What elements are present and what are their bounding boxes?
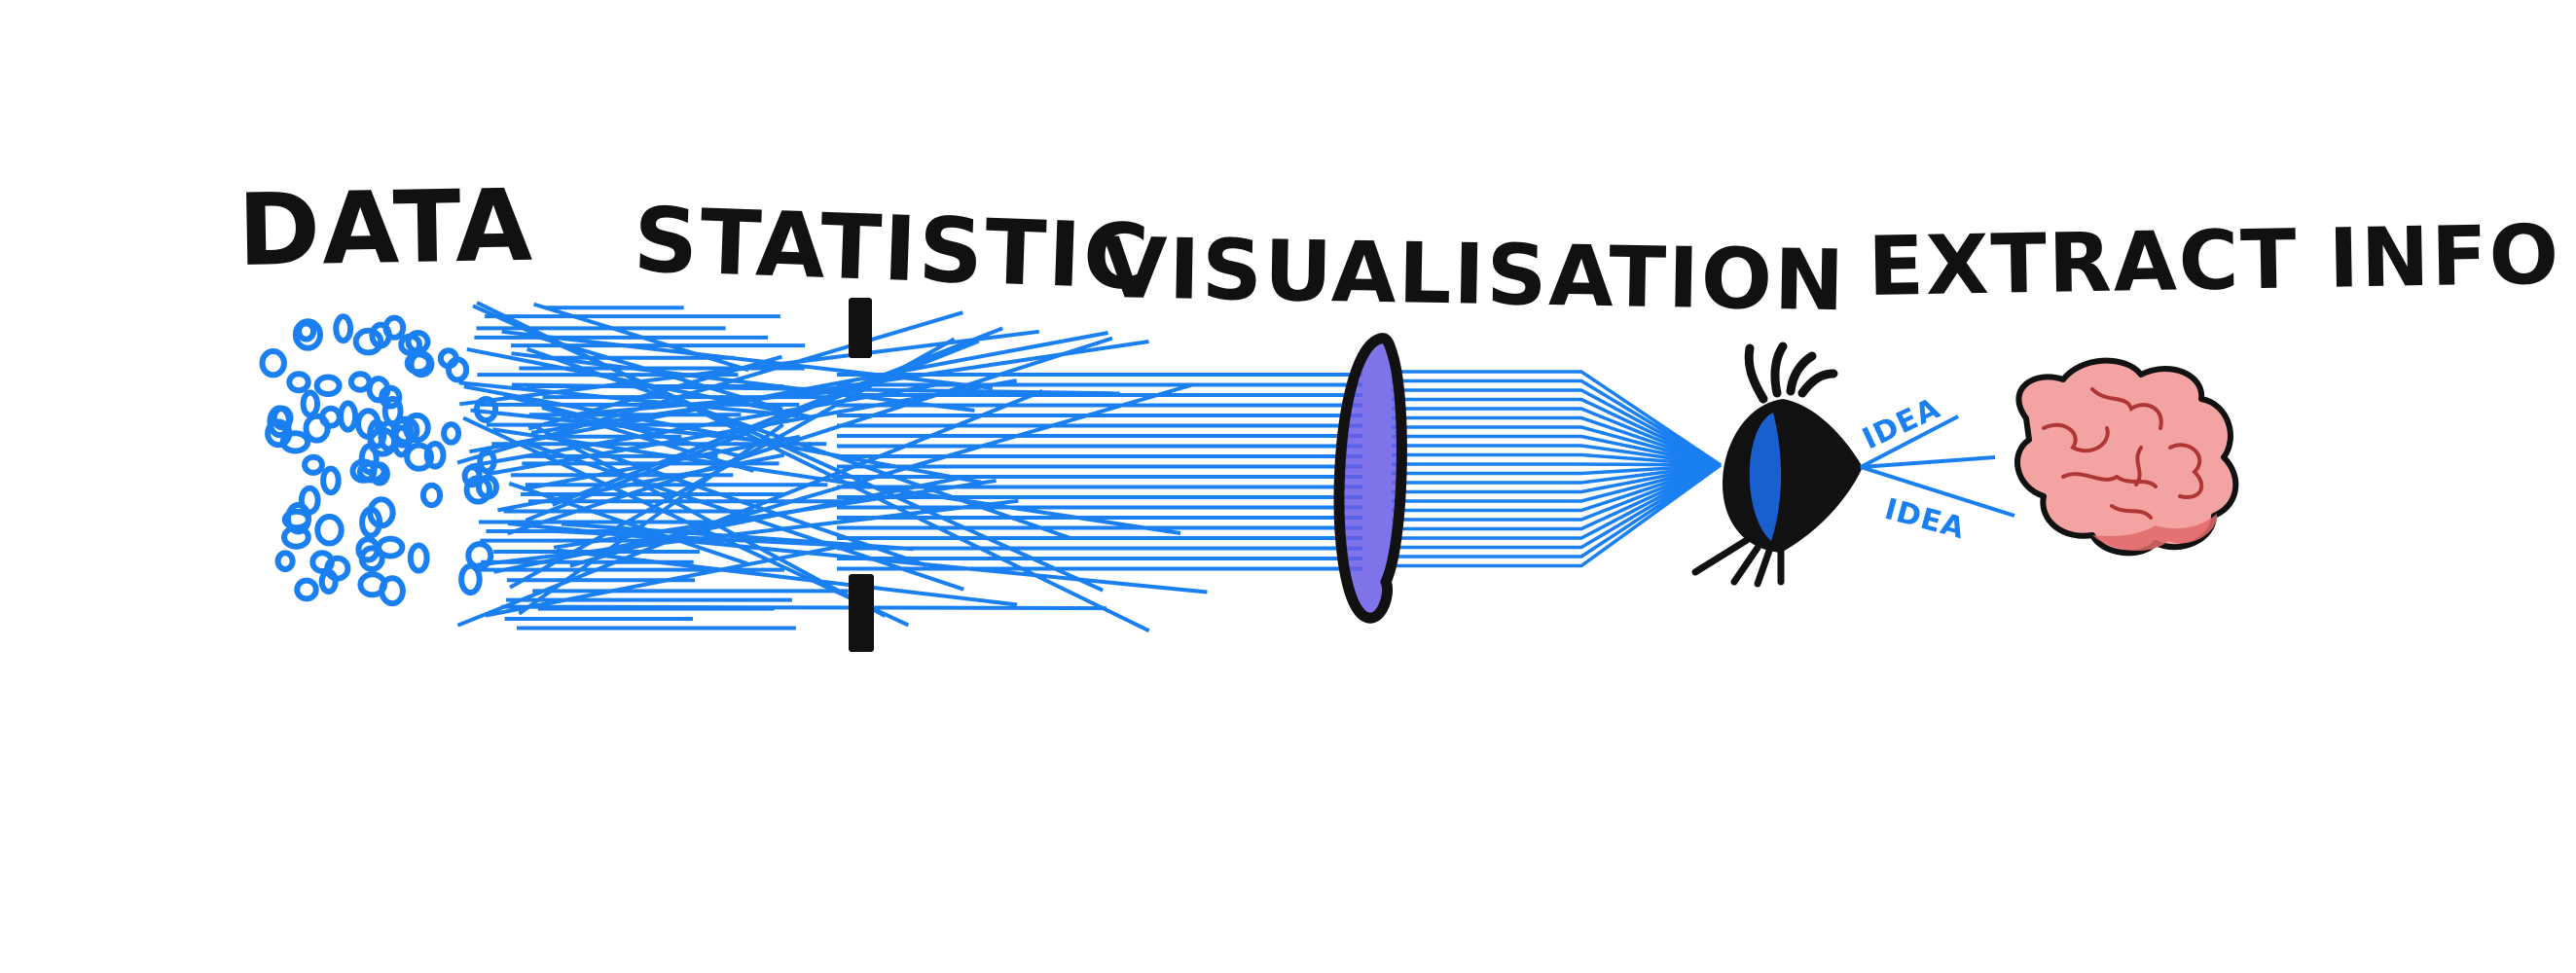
focused-ray: [1392, 463, 1722, 476]
data-point: [379, 384, 403, 410]
data-point: [458, 562, 483, 596]
data-ray: [556, 548, 1018, 607]
data-point: [300, 389, 320, 418]
data-point: [356, 460, 387, 484]
focused-ray: [1392, 425, 1722, 467]
focused-ray: [1392, 415, 1722, 467]
data-ray: [458, 380, 800, 418]
data-ray: [472, 304, 1105, 593]
data-point: [324, 555, 351, 582]
data-title: DATA: [236, 168, 534, 289]
data-point: [367, 496, 396, 529]
data-point: [407, 542, 430, 574]
data-point: [367, 427, 398, 457]
focused-ray: [1392, 463, 1722, 494]
data-ray: [561, 387, 861, 418]
data-ray: [469, 331, 1108, 454]
focused-ray: [1392, 444, 1722, 467]
data-point: [347, 371, 373, 393]
data-point: [274, 550, 296, 573]
data-point: [313, 374, 343, 398]
focused-ray: [1392, 463, 1722, 550]
data-point: [259, 348, 287, 378]
data-point: [465, 541, 494, 570]
focused-ray: [1392, 463, 1723, 568]
focused-ray: [1392, 463, 1722, 522]
extract-info-title: EXTRACT INFO: [1868, 207, 2561, 314]
focused-ray: [1392, 463, 1722, 531]
data-point: [379, 575, 406, 607]
focused-ray: [1392, 397, 1722, 467]
focused-ray: [1392, 463, 1722, 540]
focused-ray: [1392, 463, 1722, 559]
filtered-data-rays: [837, 373, 1362, 571]
focused-ray: [1392, 452, 1722, 467]
statistic-title: STATISTIC: [632, 188, 1152, 309]
data-point: [404, 351, 432, 376]
data-point: [476, 474, 499, 500]
focused-ray: [1392, 434, 1722, 467]
data-point: [333, 313, 354, 344]
data-ray: [528, 442, 964, 592]
data-point: [463, 475, 492, 505]
data-ray: [456, 389, 1044, 628]
data-point: [352, 327, 384, 356]
focused-ray: [1392, 388, 1722, 467]
idea-label-bottom: IDEA: [1881, 492, 1969, 546]
eye-icon: [1691, 342, 1863, 588]
brain-icon: [2014, 357, 2239, 557]
data-point: [404, 442, 435, 472]
data-point: [286, 371, 311, 394]
data-point: [296, 320, 317, 342]
data-points-cloud: [259, 313, 499, 607]
focused-ray: [1392, 462, 1722, 467]
idea-rays: [1860, 414, 2015, 518]
statistic-aperture-top: [849, 298, 872, 358]
data-ray: [530, 340, 1149, 435]
data-point: [355, 408, 381, 441]
data-point: [419, 482, 444, 509]
focused-ray: [1392, 378, 1722, 467]
data-point: [294, 577, 319, 602]
data-point: [314, 513, 345, 547]
data-point: [441, 421, 462, 446]
data-point: [358, 545, 385, 573]
data-point: [302, 453, 325, 476]
data-point: [285, 501, 311, 535]
lens-icon: [1333, 333, 1407, 624]
data-point: [267, 405, 293, 439]
focused-ray: [1392, 463, 1722, 513]
statistic-aperture-bottom: [849, 574, 874, 652]
data-point: [423, 441, 447, 470]
data-point: [446, 356, 470, 383]
focused-ray: [1392, 463, 1722, 485]
data-point: [402, 412, 431, 444]
visualisation-title: VISUALISATION: [1102, 220, 1847, 330]
data-point: [319, 405, 343, 429]
data-point: [398, 333, 423, 356]
data-point: [338, 400, 359, 433]
data-ray: [541, 405, 755, 473]
focused-ray: [1392, 407, 1722, 467]
focused-ray: [1392, 463, 1722, 503]
converging-rays: [1392, 370, 1723, 568]
focused-ray: [1392, 370, 1722, 467]
data-point: [376, 535, 406, 559]
data-point: [320, 465, 342, 496]
data-point: [265, 418, 293, 449]
